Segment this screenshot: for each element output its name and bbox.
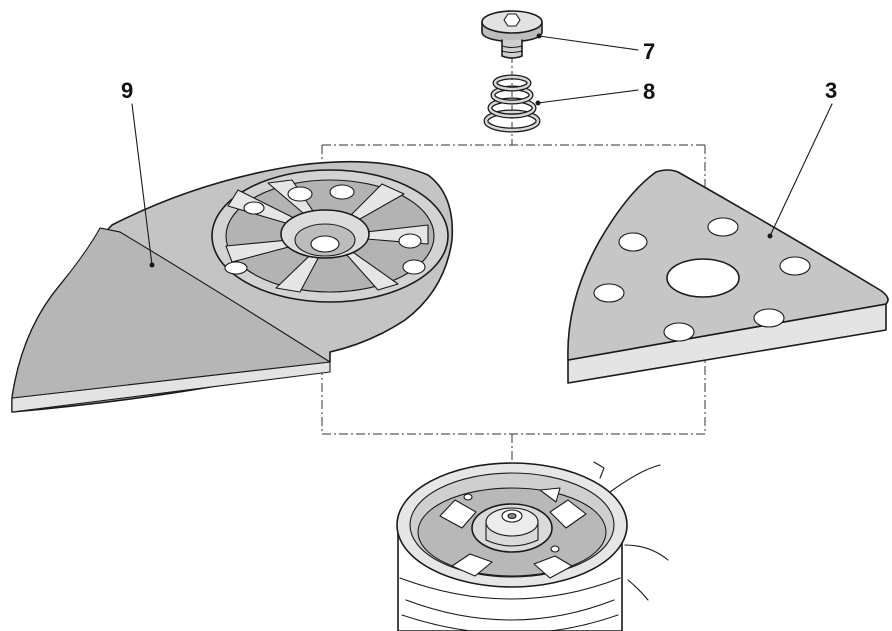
callout-labels: 7 8 9 3 — [121, 39, 837, 104]
leader-dot-7 — [536, 33, 542, 39]
callout-9: 9 — [121, 78, 133, 103]
leader-dot-3 — [767, 233, 773, 239]
sanding-pad-part-9 — [11, 160, 454, 413]
leader-dot-8 — [535, 100, 541, 106]
leader-lines — [131, 33, 833, 268]
callout-3: 3 — [825, 78, 837, 103]
screw-part-7 — [481, 10, 543, 59]
leader-dot-9 — [149, 262, 155, 268]
abrasive-sheet-part-3 — [567, 169, 889, 384]
callout-7: 7 — [643, 39, 655, 64]
spring-part-8 — [483, 74, 541, 133]
tool-drive-housing — [396, 461, 669, 631]
callout-8: 8 — [643, 79, 655, 104]
